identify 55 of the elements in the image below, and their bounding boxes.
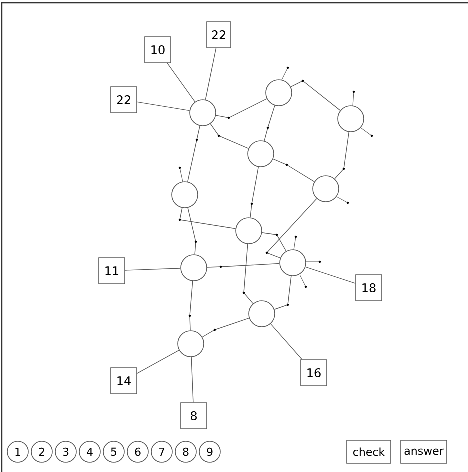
number-box: 10 [144, 36, 172, 64]
digit-button: 1 [7, 441, 29, 463]
circle-node [180, 254, 208, 282]
connector-line [191, 357, 194, 403]
digit-button: 5 [103, 441, 125, 463]
circle-node [312, 176, 340, 202]
connector-line [137, 350, 180, 374]
connector-line [178, 208, 236, 230]
circle-node [172, 182, 198, 208]
connector-line [262, 232, 287, 252]
connector-line [202, 318, 250, 338]
connector-line [125, 268, 181, 271]
circle-node [178, 330, 204, 358]
number-box: 11 [98, 258, 126, 284]
digit-button: 2 [31, 441, 53, 463]
connector-line [270, 324, 303, 360]
digit-button: 4 [79, 441, 101, 463]
circle-node [280, 250, 306, 276]
connector-line [290, 80, 341, 112]
connector-line [137, 102, 190, 112]
number-box: 8 [180, 402, 208, 430]
circle-node [266, 80, 292, 106]
connector-line [242, 244, 254, 304]
digit-button: 7 [151, 441, 173, 463]
number-box: 22 [110, 86, 138, 114]
number-box: 16 [300, 360, 328, 386]
connector-line [274, 276, 292, 310]
connector-line [305, 266, 356, 284]
connector-line [266, 198, 318, 259]
number-box: 22 [206, 22, 232, 48]
connector-line [264, 105, 276, 142]
number-box: 14 [110, 368, 138, 394]
connector-line [210, 124, 250, 150]
connector-line [188, 208, 198, 255]
circle-node [248, 300, 276, 328]
connector-line [250, 166, 259, 218]
circle-node [338, 106, 364, 132]
digit-button: 9 [199, 441, 221, 463]
connector-line [188, 126, 200, 182]
digit-button: 6 [127, 441, 149, 463]
circle-node [190, 100, 216, 126]
circle-node [248, 140, 274, 168]
connector-line [216, 98, 268, 120]
digit-button: 8 [175, 441, 197, 463]
connector-line [188, 281, 194, 331]
button: answer [400, 440, 448, 464]
connector-line [167, 63, 196, 102]
button: check [346, 440, 392, 464]
digit-button: 3 [55, 441, 77, 463]
connector-line [205, 48, 217, 100]
connector-line [334, 132, 350, 180]
connector-line [207, 263, 280, 268]
circle-node [236, 218, 262, 244]
number-box: 18 [356, 274, 382, 302]
connector-line [272, 158, 315, 182]
